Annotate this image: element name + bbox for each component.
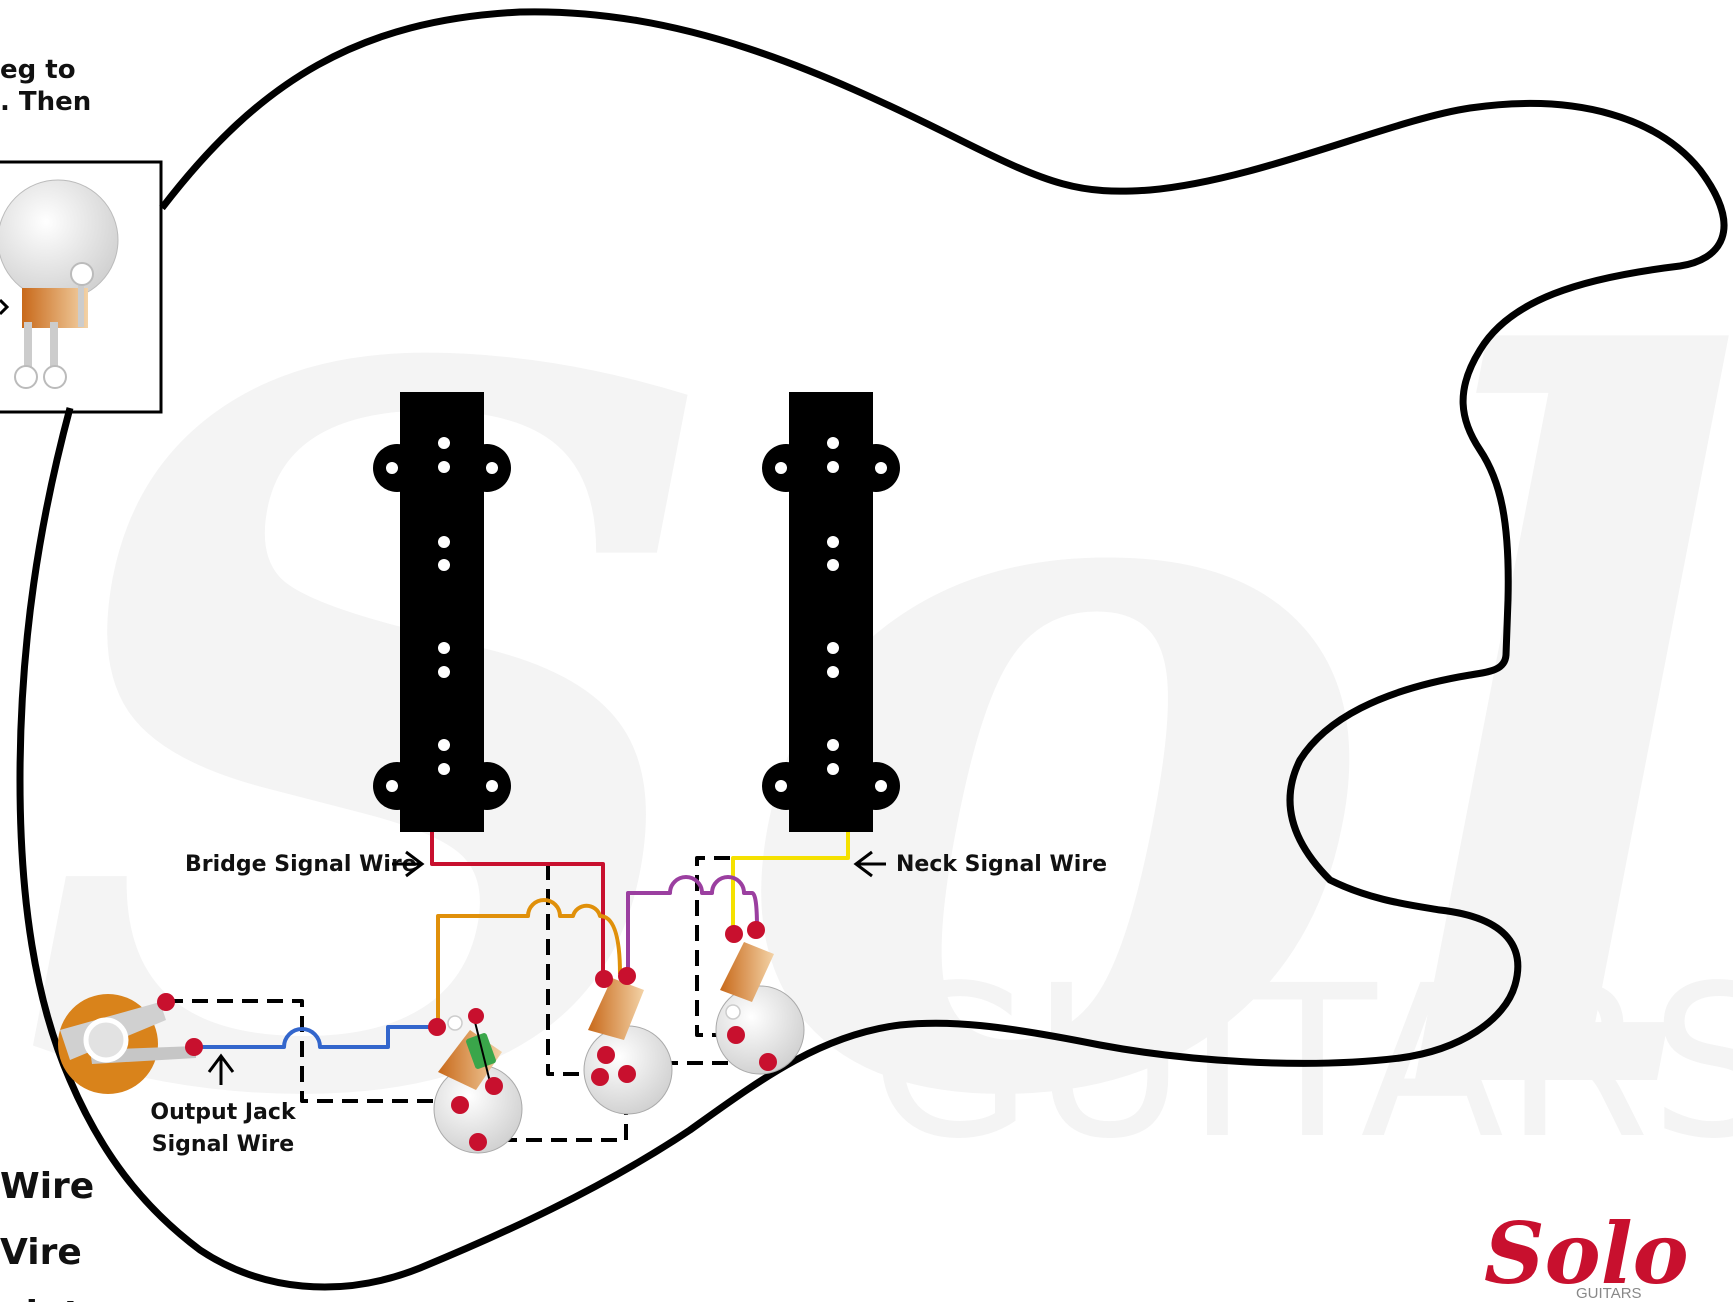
logo-script: Solo	[1484, 1204, 1689, 1302]
neck-pickup	[762, 392, 900, 832]
orange-wire	[436, 898, 622, 1027]
inset-pot-leg-1	[24, 322, 32, 372]
purple-wire	[626, 875, 759, 974]
instruction-line-1: eg to	[0, 55, 76, 85]
solder-point	[597, 1046, 615, 1064]
bridge-screw-hole	[386, 462, 398, 474]
bridge-screw-hole	[486, 780, 498, 792]
output-jack-signal-wire	[193, 1025, 436, 1049]
wires	[167, 832, 850, 1142]
labels: Bridge Signal Wire Neck Signal Wire Outp…	[150, 850, 1107, 1157]
ground-wire-jack	[167, 999, 460, 1103]
solder-point	[725, 925, 743, 943]
output-jack-arrow-icon	[207, 1053, 235, 1085]
legend-line-3: nint	[0, 1294, 81, 1302]
bridge-pickup	[373, 392, 511, 832]
inset-solder-ring-3	[70, 262, 94, 286]
solo-logo: Solo GUITARS	[1484, 1204, 1689, 1302]
ground-wire-volume	[476, 1074, 628, 1142]
tone-pot-spare-lug	[725, 1004, 741, 1020]
legend-line-2: Vire	[0, 1232, 82, 1273]
bridge-signal-arrow-icon	[392, 850, 425, 878]
solder-points	[157, 921, 777, 1151]
watermark: Solo GUITARS	[20, 161, 1733, 1302]
bridge-pole-pieces	[438, 437, 450, 775]
solder-point	[759, 1053, 777, 1071]
inset-solder-ring-1	[14, 365, 38, 389]
inset-pot-leg-3	[78, 282, 84, 327]
solder-point	[618, 1065, 636, 1083]
output-jack-label-2: Signal Wire	[152, 1132, 294, 1157]
solder-point	[468, 1008, 484, 1024]
neck-signal-label: Neck Signal Wire	[896, 852, 1107, 877]
solder-point	[469, 1133, 487, 1151]
bridge-screw-hole	[486, 462, 498, 474]
legend-fragment: Wire Vire nint	[0, 1166, 94, 1302]
inset-pot-lug	[22, 288, 88, 328]
tone-pot-lugs	[720, 942, 774, 1002]
solder-point	[747, 921, 765, 939]
solder-point	[727, 1026, 745, 1044]
pot-detail-inset	[0, 160, 163, 414]
solder-point	[591, 1068, 609, 1086]
solder-point	[428, 1018, 446, 1036]
neck-signal-wire	[731, 832, 850, 932]
solder-point	[451, 1096, 469, 1114]
output-jack-label-1: Output Jack	[150, 1100, 297, 1125]
instruction-text: eg to . Then	[0, 55, 91, 117]
neck-screw-hole	[775, 780, 787, 792]
inset-pot-leg-2	[50, 322, 58, 372]
solder-point	[485, 1077, 503, 1095]
legend-line-1: Wire	[0, 1166, 94, 1207]
neck-screw-hole	[775, 462, 787, 474]
neck-pole-pieces	[827, 437, 839, 775]
solder-point	[185, 1038, 203, 1056]
watermark-script: Solo	[20, 161, 1733, 1302]
neck-signal-arrow-icon	[853, 850, 886, 878]
instruction-line-2: . Then	[0, 87, 91, 117]
inset-pot-icon	[0, 179, 119, 301]
inset-solder-ring-2	[43, 365, 67, 389]
bridge-signal-wire	[430, 832, 605, 978]
solder-point	[595, 970, 613, 988]
capacitor-icon	[466, 1033, 496, 1069]
tone-pot	[715, 942, 805, 1075]
bass-body-outline	[16, 8, 1728, 1291]
ground-wire-neck	[695, 856, 734, 1037]
output-jack	[58, 994, 196, 1094]
neck-screw-hole	[875, 780, 887, 792]
solder-point	[157, 993, 175, 1011]
solder-point	[618, 967, 636, 985]
inset-arrow-icon	[0, 298, 10, 316]
capacitor-leg	[473, 1017, 493, 1091]
volume-pot-1-spare-lug	[447, 1015, 463, 1031]
output-jack-hole	[83, 1017, 129, 1063]
volume-pot-2-lugs	[588, 978, 644, 1040]
bridge-screw-hole	[386, 780, 398, 792]
ground-wire-bridge	[546, 864, 598, 1076]
bridge-signal-label: Bridge Signal Wire	[185, 852, 417, 877]
neck-screw-hole	[875, 462, 887, 474]
logo-sub: GUITARS	[1576, 1285, 1642, 1302]
